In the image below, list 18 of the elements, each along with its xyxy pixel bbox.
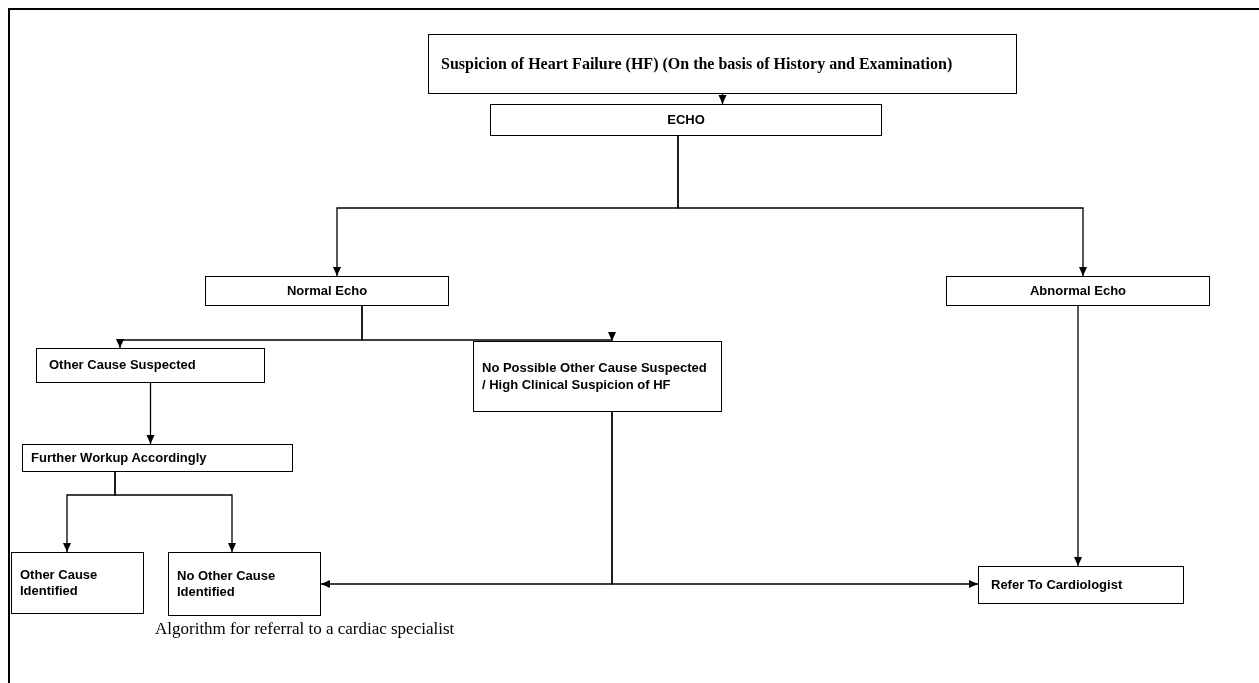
caption: Algorithm for referral to a cardiac specialist — [155, 618, 455, 640]
process-box: No Possible Other Cause Suspected / High Clinical Suspicion of HF — [473, 341, 722, 412]
arrow — [718, 93, 727, 105]
process-box: Normal Echo — [205, 276, 449, 306]
process-box: Refer To Cardiologist — [978, 566, 1184, 604]
arrow — [114, 471, 236, 553]
arrow — [677, 135, 1087, 277]
process-box: No Other Cause Identified — [168, 552, 321, 616]
process-box: Further Workup Accordingly — [22, 444, 293, 472]
arrow — [146, 382, 155, 445]
arrow — [1074, 305, 1082, 567]
process-box: Other Cause Suspected — [36, 348, 265, 383]
arrow — [361, 305, 616, 342]
arrow — [611, 411, 979, 588]
process-box: Abnormal Echo — [946, 276, 1210, 306]
process-box: Suspicion of Heart Failure (HF) (On the basis of History and Examination) — [428, 34, 1017, 94]
process-box: ECHO — [490, 104, 882, 136]
process-box: Other Cause Identified — [11, 552, 144, 614]
